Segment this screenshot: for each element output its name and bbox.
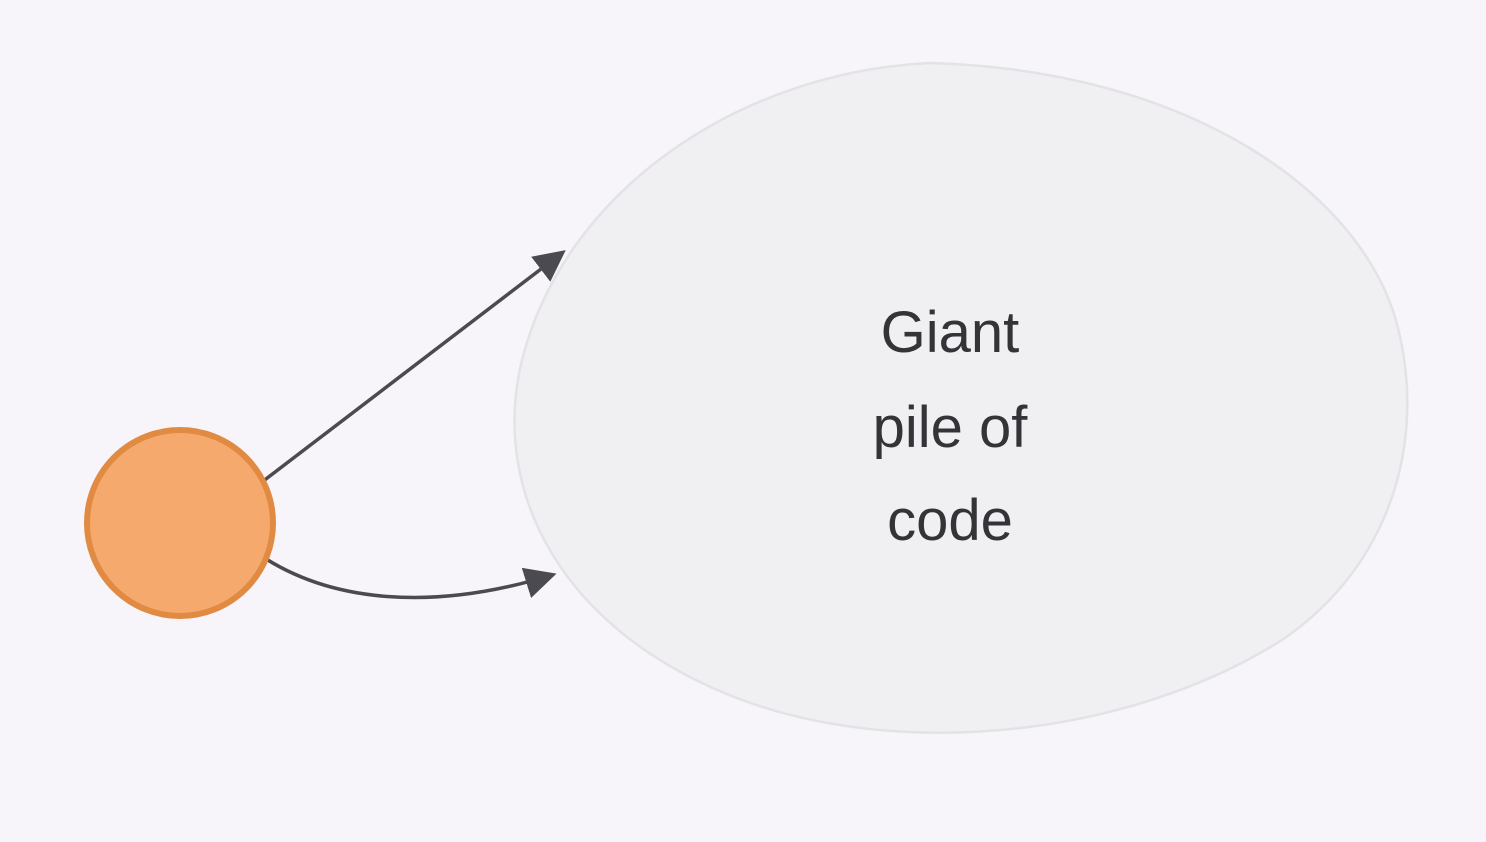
blob-label-line2: pile of bbox=[873, 395, 1029, 460]
blob-label-line1: Giant bbox=[881, 300, 1020, 365]
orange-circle-node[interactable] bbox=[84, 427, 276, 619]
arrow-straight-top bbox=[260, 250, 566, 484]
arrow-curved-bottom bbox=[259, 553, 557, 600]
blob-label-line3: code bbox=[887, 488, 1013, 553]
